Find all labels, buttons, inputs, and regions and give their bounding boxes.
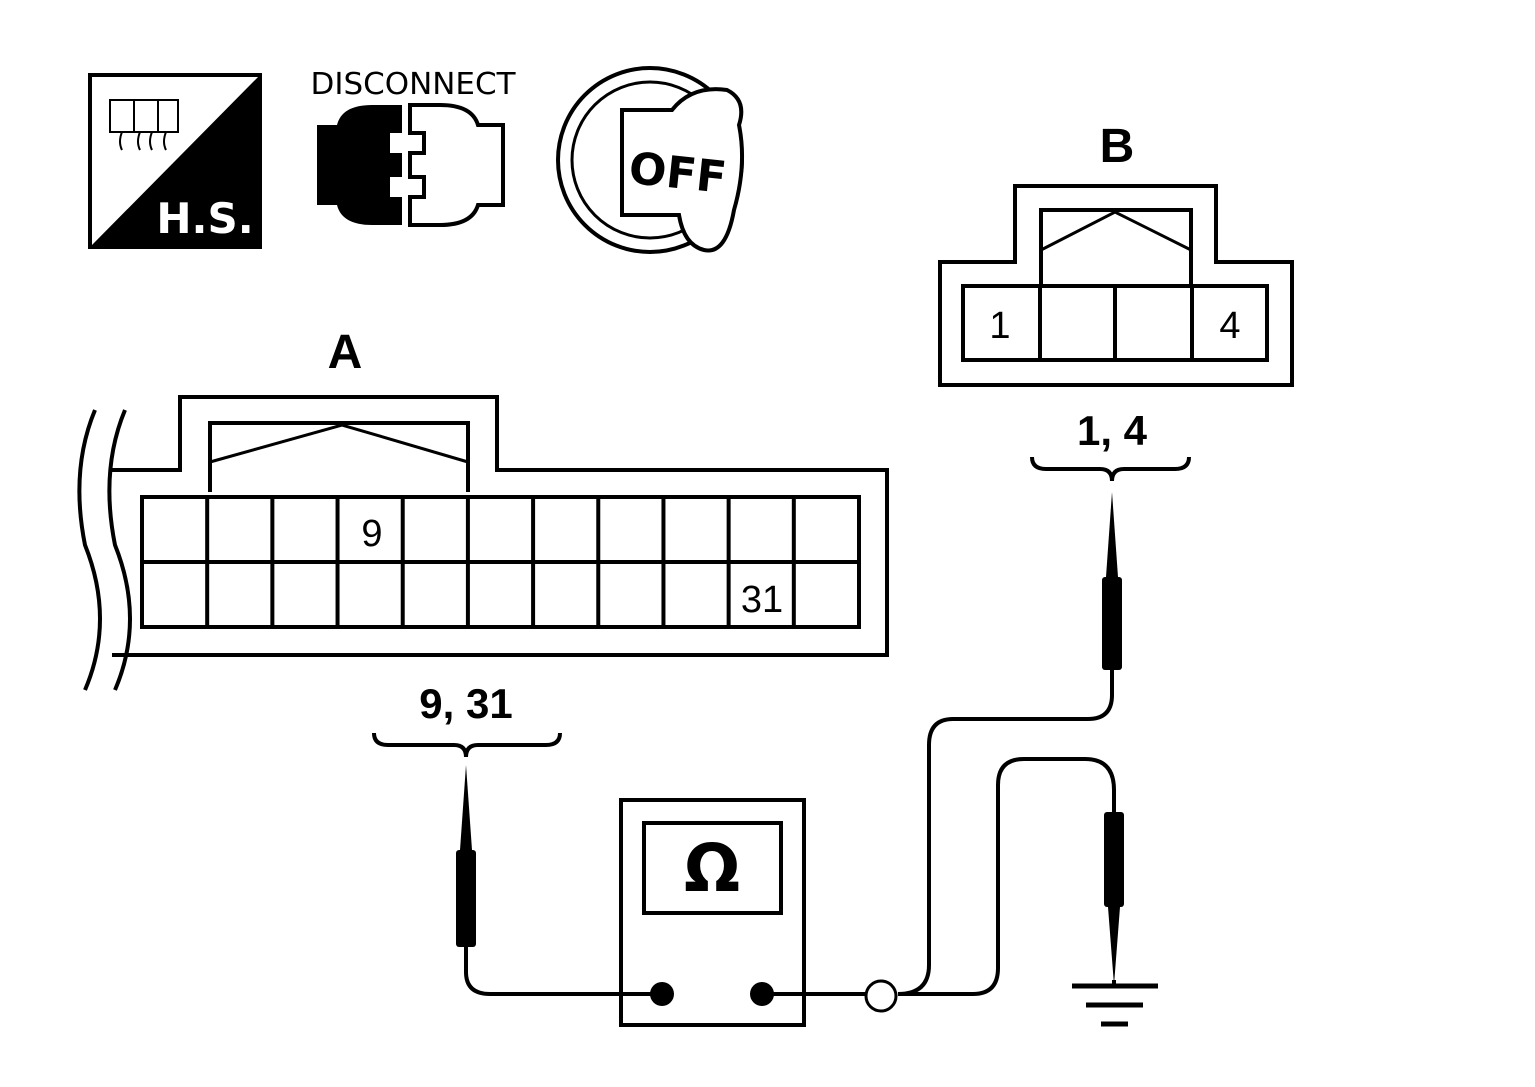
ignition-off-text: OFF xyxy=(626,143,728,204)
connector-a: A 9 31 9, 31 xyxy=(77,326,889,758)
harness-side-icon: H.S. xyxy=(88,73,262,249)
connector-b-pin-1: 1 xyxy=(989,305,1010,347)
ohm-symbol: Ω xyxy=(684,830,740,907)
ignition-off-icon: OFF xyxy=(556,66,745,254)
probe-a xyxy=(456,765,662,996)
connector-b-probe-label: 1, 4 xyxy=(1077,407,1148,454)
connector-b-pin-4: 4 xyxy=(1219,305,1240,347)
connector-b-label: B xyxy=(1100,120,1135,173)
probe-b xyxy=(897,492,1122,996)
disconnect-text: DISCONNECT xyxy=(311,67,517,102)
connector-a-probe-label: 9, 31 xyxy=(419,680,512,727)
connector-a-pin-9: 9 xyxy=(361,513,382,555)
wire-junction xyxy=(864,979,898,1013)
disconnect-icon: DISCONNECT xyxy=(311,67,517,227)
ground-symbol xyxy=(1072,980,1158,1027)
meter-terminal-left xyxy=(650,982,674,1006)
connector-a-pin-31: 31 xyxy=(741,579,783,621)
connector-a-label: A xyxy=(328,326,363,379)
probe-ground xyxy=(898,757,1124,996)
connector-b: B 1 4 1, 4 xyxy=(938,120,1294,482)
ohmmeter: Ω xyxy=(619,798,898,1027)
harness-side-text: H.S. xyxy=(156,194,253,243)
